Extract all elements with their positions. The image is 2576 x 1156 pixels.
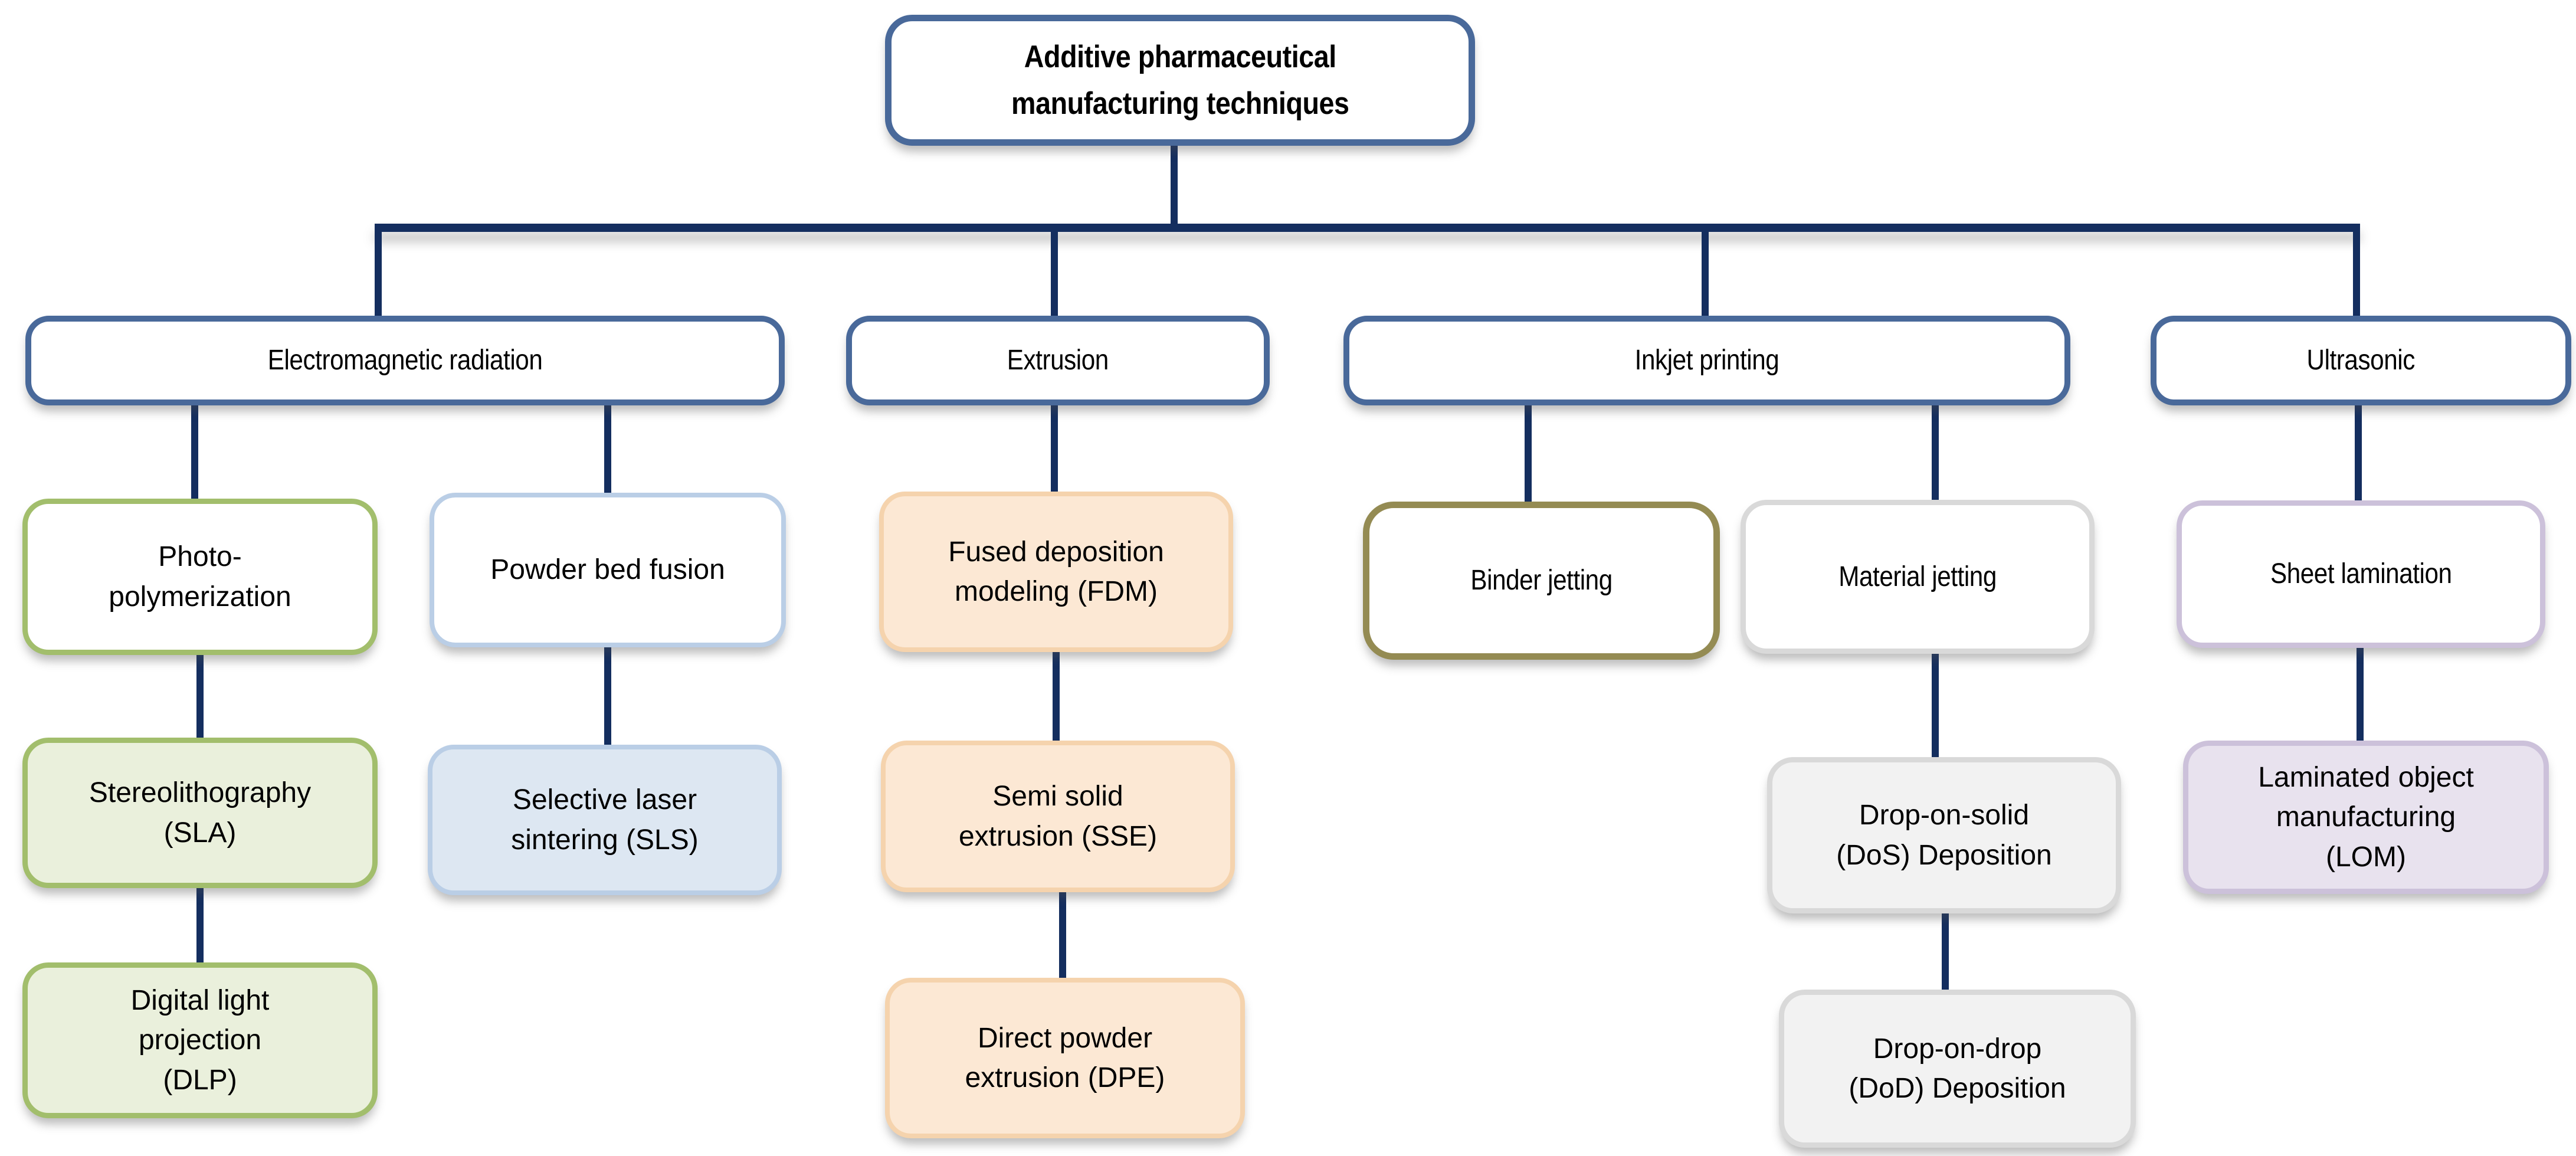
node-label: Ultrasonic (2306, 345, 2416, 376)
connector-bar-to-extrusion (1051, 230, 1058, 317)
node-root-title: Additive pharmaceutical manufacturing te… (885, 15, 1475, 146)
connector-material-jetting-to-dos (1932, 653, 1939, 759)
node-label: Laminated object manufacturing (LOM) (2258, 762, 2474, 873)
connector-fdm-to-sse (1053, 651, 1060, 742)
connector-inkjet-to-binder-jetting (1525, 403, 1532, 503)
connector-dos-to-dod (1942, 912, 1949, 991)
node-label: Semi solid extrusion (SSE) (958, 781, 1158, 852)
connector-branch-bar (375, 224, 2360, 232)
connector-photopolymerization-to-sla (196, 654, 204, 739)
node-label: Fused deposition modeling (FDM) (948, 536, 1164, 607)
node-inkjet-printing: Inkjet printing (1343, 316, 2070, 405)
node-binder-jetting: Binder jetting (1363, 502, 1720, 660)
node-electromagnetic-radiation: Electromagnetic radiation (25, 316, 785, 405)
connector-powder-bed-fusion-to-sls (604, 646, 611, 746)
node-dos-deposition: Drop-on-solid (DoS) Deposition (1767, 757, 2121, 913)
node-label: Selective laser sintering (SLS) (511, 784, 699, 856)
connector-sla-to-dlp (196, 887, 204, 964)
connector-sse-to-dpe (1059, 891, 1066, 980)
node-powder-bed-fusion: Powder bed fusion (430, 493, 786, 647)
node-sla: Stereolithography (SLA) (22, 738, 378, 888)
node-dod-deposition: Drop-on-drop (DoD) Deposition (1779, 990, 2136, 1148)
node-label: Powder bed fusion (490, 554, 725, 586)
node-sheet-lamination: Sheet lamination (2177, 500, 2545, 648)
node-label: Additive pharmaceutical manufacturing te… (1011, 39, 1349, 122)
connector-sheet-lamination-to-lom (2357, 647, 2364, 742)
node-sse: Semi solid extrusion (SSE) (881, 741, 1235, 892)
node-label: Extrusion (1007, 345, 1109, 376)
connector-inkjet-to-material-jetting (1932, 403, 1939, 502)
node-sls: Selective laser sintering (SLS) (428, 745, 782, 895)
node-fdm: Fused deposition modeling (FDM) (879, 492, 1233, 652)
connector-root-stub (1171, 142, 1178, 225)
node-label: Drop-on-drop (DoD) Deposition (1849, 1033, 2066, 1104)
node-label: Stereolithography (SLA) (89, 777, 312, 849)
connector-bar-to-inkjet (1702, 230, 1709, 317)
node-label: Electromagnetic radiation (267, 345, 543, 376)
connector-extrusion-to-fdm (1051, 403, 1058, 493)
node-label: Digital light projection (DLP) (130, 985, 270, 1096)
node-label: Inkjet printing (1634, 345, 1779, 376)
connector-bar-to-ultrasonic (2353, 230, 2360, 317)
node-dpe: Direct powder extrusion (DPE) (885, 978, 1245, 1138)
node-photo-polymerization: Photo- polymerization (22, 499, 378, 655)
node-dlp: Digital light projection (DLP) (22, 962, 378, 1118)
node-label: Drop-on-solid (DoS) Deposition (1836, 800, 2052, 871)
node-label: Photo- polymerization (109, 541, 291, 613)
node-label: Binder jetting (1470, 565, 1613, 597)
node-label: Direct powder extrusion (DPE) (965, 1022, 1165, 1093)
node-ultrasonic: Ultrasonic (2151, 316, 2571, 405)
connector-bar-to-electromagnetic (375, 230, 382, 317)
connector-ultrasonic-to-sheet-lamination (2355, 403, 2362, 502)
node-label: Material jetting (1838, 561, 1997, 592)
node-material-jetting: Material jetting (1741, 500, 2095, 654)
connector-electromagnetic-to-powder-bed-fusion (604, 403, 611, 495)
node-extrusion: Extrusion (846, 316, 1270, 405)
node-label: Sheet lamination (2270, 558, 2452, 590)
connector-electromagnetic-to-photopolymerization (191, 403, 198, 500)
node-lom: Laminated object manufacturing (LOM) (2183, 741, 2549, 894)
